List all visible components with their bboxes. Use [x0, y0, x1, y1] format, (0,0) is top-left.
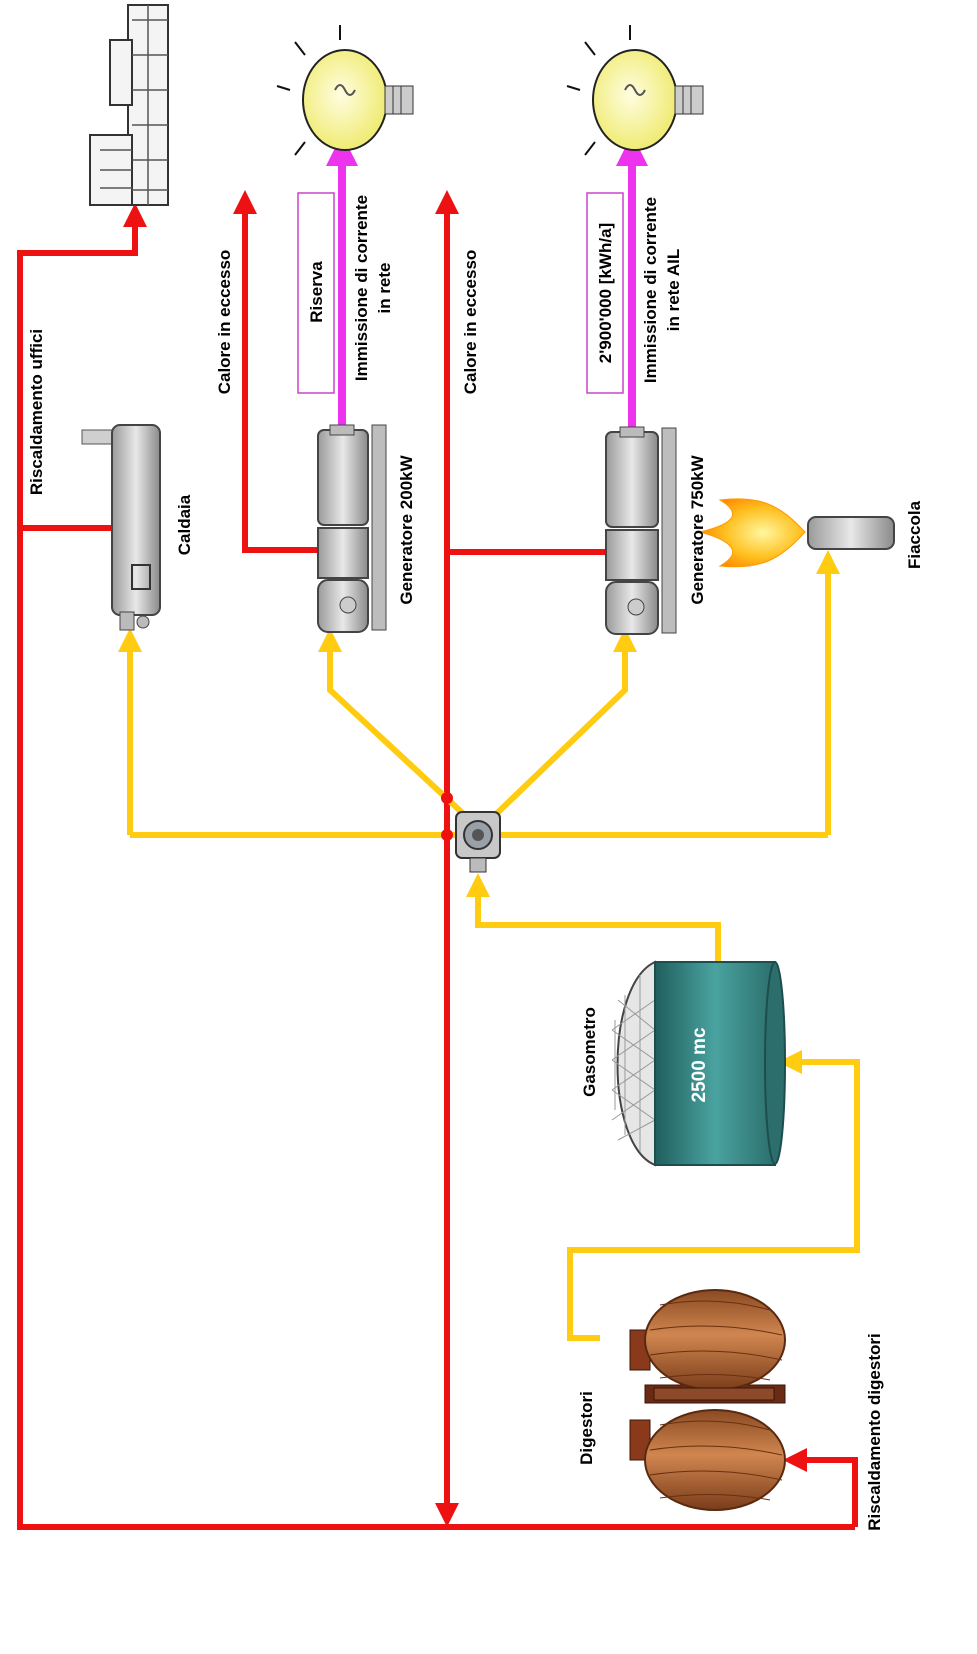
grid-injection-label-2a: Immissione di corrente	[641, 197, 660, 383]
generator-750-icon	[605, 426, 677, 635]
heat-lines	[17, 190, 858, 1530]
digester-to-gasometer-line	[567, 1050, 860, 1341]
digesters-icon	[629, 1289, 786, 1511]
reserve-label: Riserva	[307, 261, 326, 323]
power-lines	[326, 134, 648, 428]
digester-heating-line	[783, 1448, 858, 1527]
gas-to-gen-200-line	[318, 628, 473, 823]
digester-heating-label: Riscaldamento digestori	[865, 1333, 884, 1530]
main-heat-loop-line	[17, 203, 855, 1530]
grid-injection-label-1a: Immissione di corrente	[352, 195, 371, 381]
reserve-box	[297, 192, 335, 394]
excess-heat-label-1: Calore in eccesso	[215, 250, 234, 395]
excess-heat-label-2: Calore in eccesso	[461, 250, 480, 395]
generator-200-icon	[317, 424, 387, 633]
boiler-icon	[81, 424, 161, 631]
boiler-label: Caldaia	[175, 494, 194, 555]
energy-amount-box	[586, 192, 624, 394]
gas-to-gen-750-line	[487, 628, 637, 823]
generator-750-label: Generatore 750kW	[688, 454, 707, 604]
flare-icon	[699, 498, 895, 568]
gas-distributor-valve-icon	[455, 811, 501, 873]
excess-heat-line-1	[233, 190, 318, 553]
gasometer-label: Gasometro	[580, 1007, 599, 1097]
office-building-icon	[89, 4, 169, 206]
generator-200-label: Generatore 200kW	[397, 454, 416, 604]
flare-label: Fiaccola	[905, 500, 924, 569]
energy-amount-label: 2'900'000 [kWh/a]	[596, 223, 615, 363]
gasometer-to-valve-line	[466, 873, 721, 965]
gasometer-volume-label: 2500 mc	[689, 1027, 710, 1102]
grid-injection-label-1b: in rete	[375, 262, 394, 313]
light-bulb-icon	[276, 25, 414, 156]
heating-offices-label: Riscaldamento uffici	[27, 329, 46, 495]
light-bulb-icon	[566, 25, 704, 156]
junction-dot	[441, 829, 453, 841]
gas-lines	[118, 550, 860, 1341]
junction-dot	[441, 792, 453, 804]
gasometer-icon	[611, 960, 786, 1167]
digesters-label: Digestori	[577, 1391, 596, 1465]
grid-injection-label-2b: in rete AIL	[664, 249, 683, 332]
